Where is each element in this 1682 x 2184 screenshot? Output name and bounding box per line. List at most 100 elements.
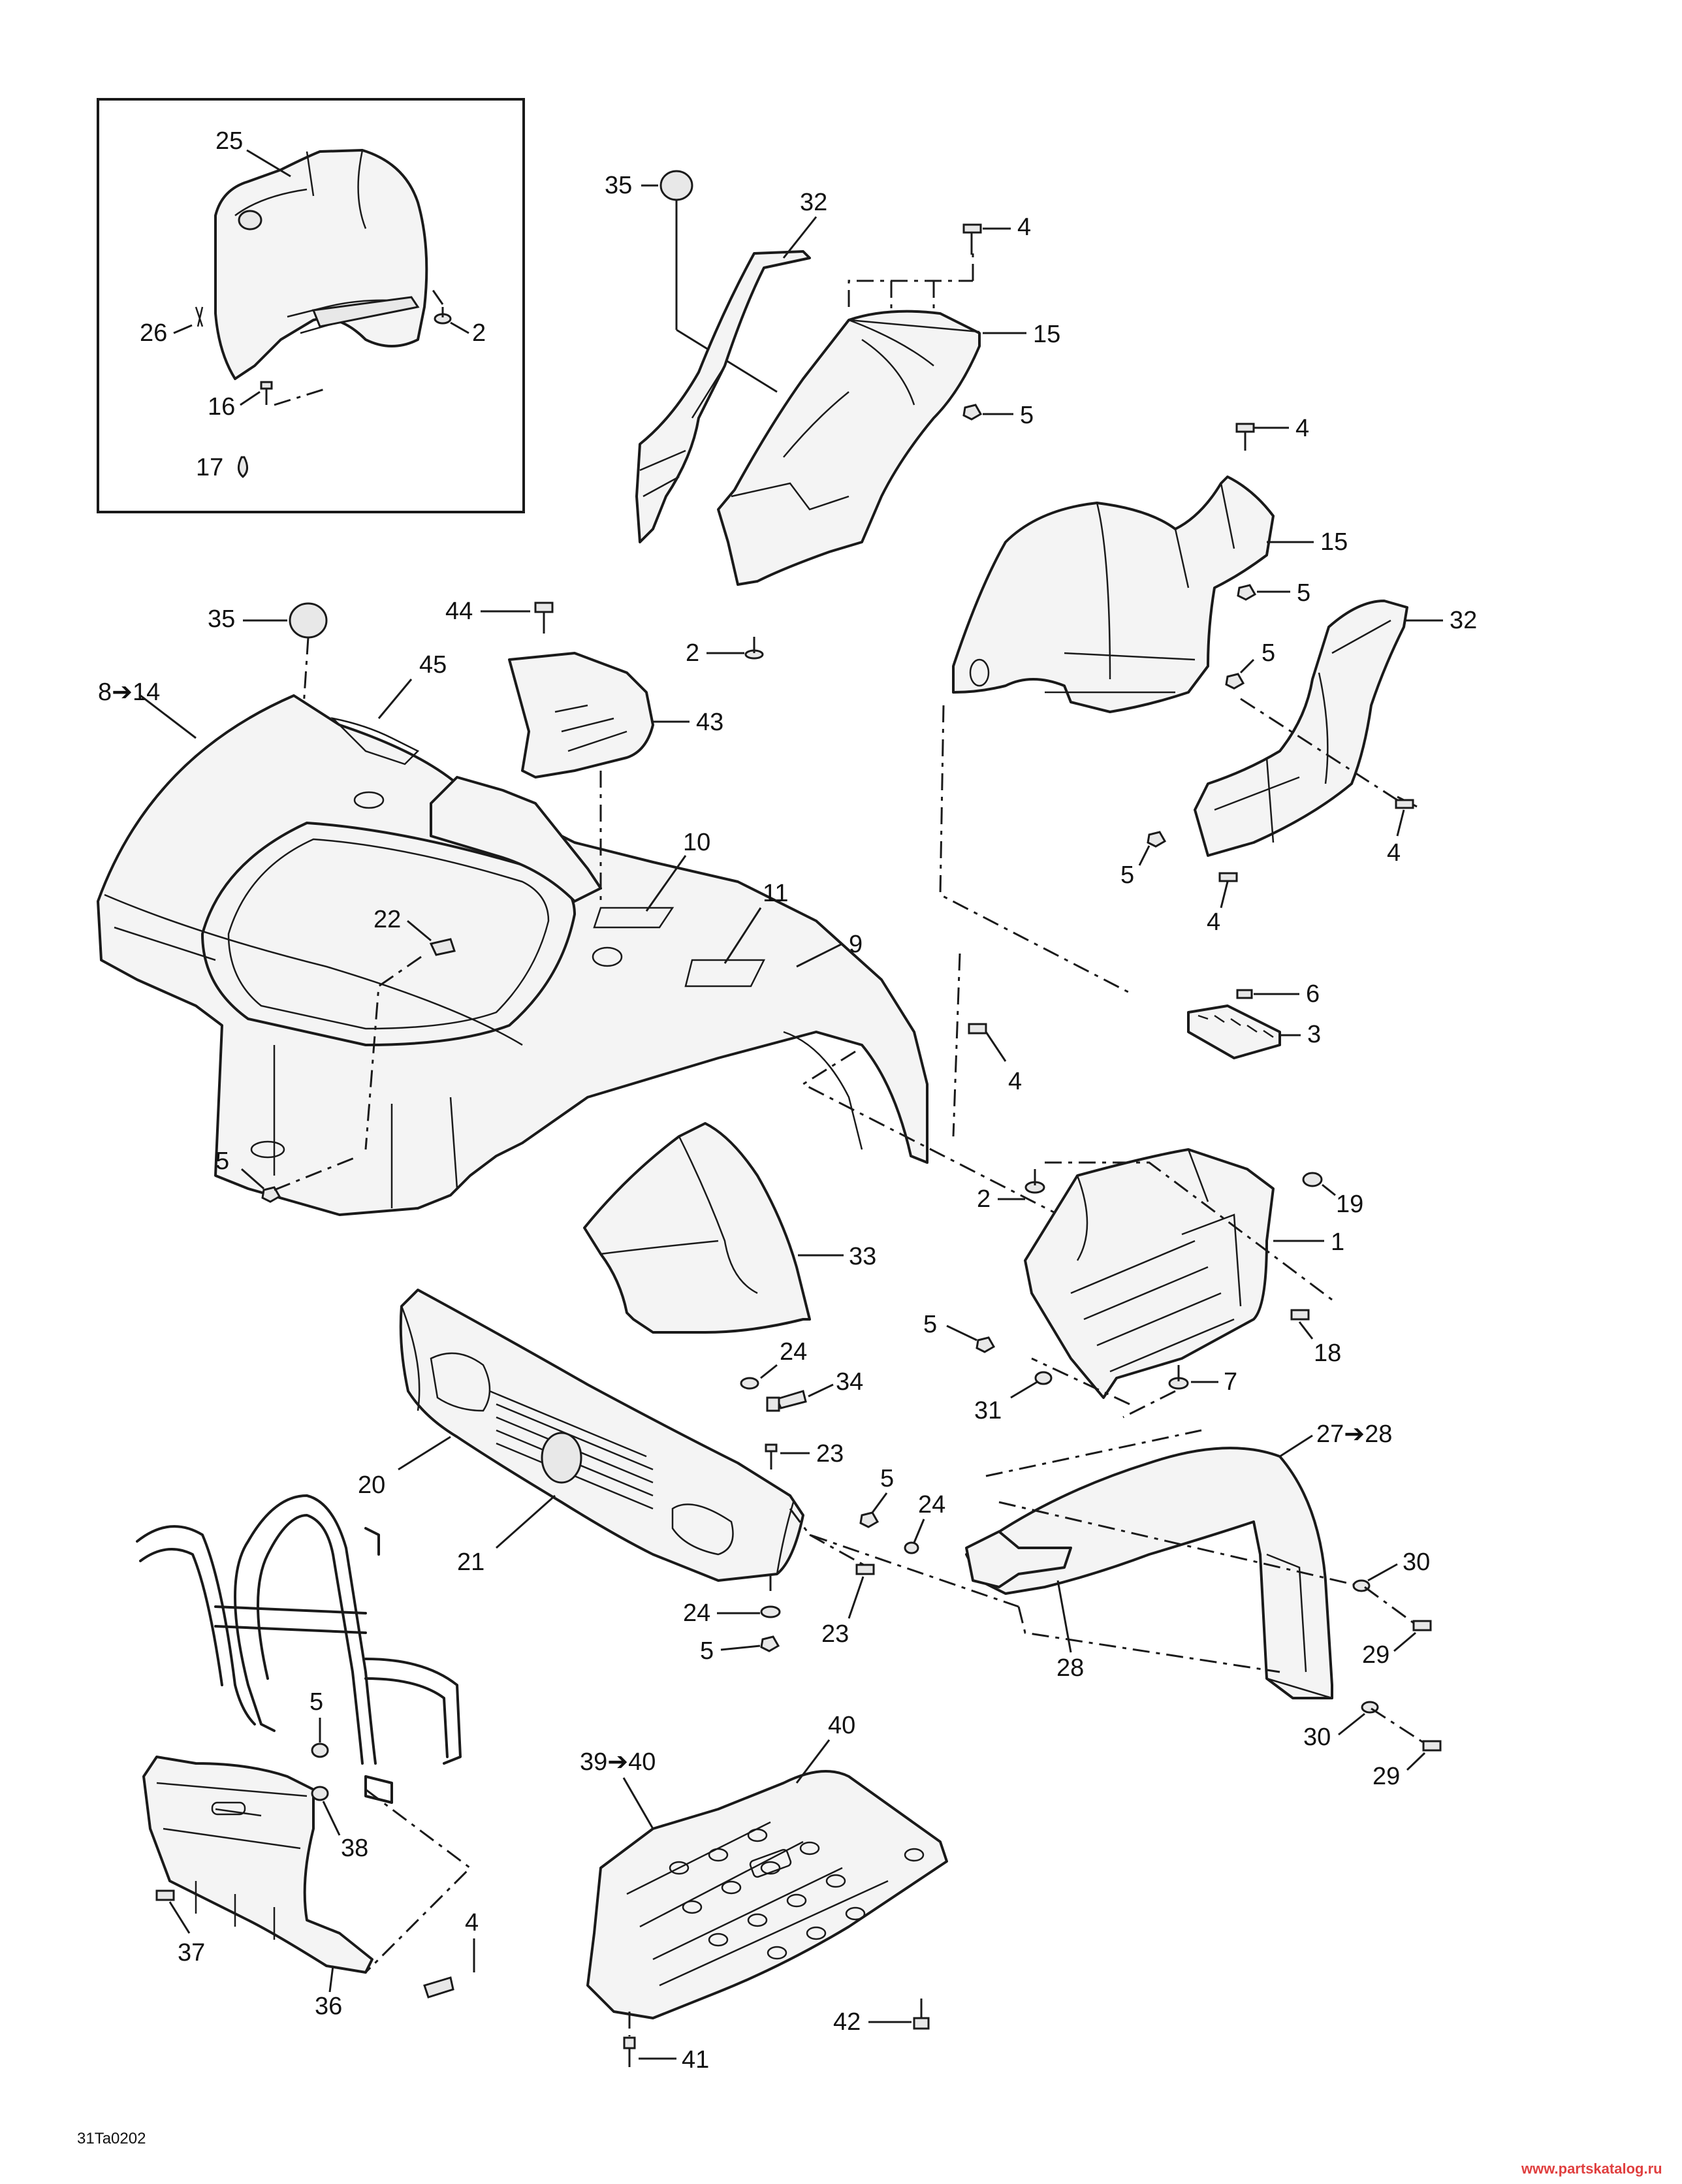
callout-10: 10	[683, 829, 710, 856]
decal-11	[684, 959, 766, 988]
fender-inner-right	[952, 475, 1275, 713]
callout-24-a: 24	[780, 1338, 807, 1366]
screw-22	[429, 938, 456, 956]
callout-43: 43	[696, 709, 723, 736]
inset-grommet	[238, 210, 262, 231]
callout-39-40: 39➔40	[580, 1748, 656, 1776]
callout-18: 18	[1314, 1340, 1341, 1367]
fender-inner-main	[717, 310, 981, 586]
callout-30-b: 30	[1303, 1724, 1331, 1751]
callout-31: 31	[974, 1397, 1002, 1424]
callout-5-guard: 5	[309, 1688, 323, 1716]
inset-clip	[311, 296, 420, 328]
plug-35-top	[659, 170, 693, 201]
callout-32-r: 32	[1450, 607, 1477, 634]
callout-16: 16	[208, 393, 235, 421]
callout-22: 22	[373, 906, 401, 933]
front-inner-fenders: 35 32 4 15 5 2	[605, 170, 1060, 667]
callout-33: 33	[849, 1243, 876, 1270]
bumper-20	[399, 1289, 804, 1582]
rivet-17-icon	[238, 456, 248, 478]
callout-11: 11	[763, 880, 788, 907]
console-panel	[430, 776, 602, 903]
callout-45: 45	[419, 651, 447, 679]
front-guard: 5 38 37 36 4	[136, 1494, 479, 2020]
footrest: 6 3 2 19 1 5 18 31 7	[923, 953, 1363, 1424]
extension-28	[965, 1530, 1072, 1588]
callout-5-bump2: 5	[700, 1637, 714, 1665]
watermark-text: www.partskatalog.ru	[1521, 2160, 1662, 2177]
callout-4-r2: 4	[1387, 839, 1401, 867]
callout-15-r: 15	[1320, 528, 1348, 556]
callout-1: 1	[1331, 1228, 1344, 1256]
callout-4-top: 4	[1017, 214, 1031, 241]
callout-20: 20	[358, 1471, 385, 1499]
callout-29-a: 29	[1362, 1641, 1389, 1669]
callout-38: 38	[341, 1835, 368, 1862]
callout-9: 9	[849, 931, 863, 958]
callout-8-14: 8➔14	[98, 679, 160, 706]
emblem-21	[541, 1432, 582, 1484]
callout-26: 26	[140, 319, 167, 347]
callout-25: 25	[215, 127, 243, 155]
step-rubber-3	[1187, 1004, 1281, 1059]
callout-2-step: 2	[977, 1185, 991, 1213]
callout-15-top: 15	[1033, 321, 1060, 348]
deflector-33	[583, 1122, 811, 1334]
inset-frame	[97, 98, 525, 513]
fender-32-left	[635, 250, 811, 543]
bracket-43	[508, 652, 654, 779]
callout-32-top: 32	[800, 189, 827, 216]
callout-5-step: 5	[923, 1311, 937, 1338]
callout-2-inset: 2	[472, 319, 486, 347]
storage-compartment	[201, 822, 576, 1046]
callout-5-top: 5	[1020, 402, 1034, 429]
callout-5-r3: 5	[1120, 861, 1134, 889]
callout-42: 42	[833, 2008, 861, 2036]
callout-35-mid: 35	[208, 605, 235, 633]
mudflap-27	[965, 1447, 1333, 1699]
nut-5-hood	[261, 1186, 281, 1203]
inset-detail: 25 26 2 16 17	[97, 98, 525, 513]
callout-3: 3	[1307, 1021, 1321, 1048]
under-skid-plate: 39➔40 40 42 41	[580, 1712, 948, 2074]
front-bumper: 33 24 34 20 21 23 5 24 24 23 5	[358, 1122, 1019, 1665]
callout-30-a: 30	[1403, 1549, 1430, 1576]
callout-41: 41	[682, 2046, 709, 2074]
callout-28: 28	[1056, 1654, 1084, 1682]
callout-27-28: 27➔28	[1316, 1421, 1392, 1448]
diagram-code: 31Ta0202	[77, 2130, 146, 2147]
callout-35-top: 35	[605, 172, 632, 199]
callout-34: 34	[836, 1368, 863, 1396]
mud-flap: 27➔28 28 30 29 30 29	[965, 1421, 1442, 1790]
skid-plate-36	[142, 1756, 373, 1974]
callout-4-guard: 4	[465, 1909, 479, 1936]
brush-guard-tube	[234, 1494, 377, 1765]
footrest-tray-1	[1024, 1148, 1275, 1399]
callout-4-hood: 4	[1008, 1068, 1022, 1095]
callout-6: 6	[1306, 980, 1320, 1008]
callout-7: 7	[1224, 1368, 1237, 1396]
plug-35-mid	[289, 602, 328, 639]
inset-rear-panel	[214, 149, 428, 380]
callout-5-r2: 5	[1262, 639, 1275, 667]
callout-24-c: 24	[683, 1599, 710, 1627]
front-body: 35 44 45 43 8➔14 10 11 9 22 4 5	[97, 598, 1111, 1242]
callout-17: 17	[196, 454, 223, 481]
callout-23-b: 23	[821, 1620, 849, 1648]
callout-5-bump: 5	[880, 1465, 894, 1492]
callout-19: 19	[1336, 1191, 1363, 1218]
screw-34	[775, 1390, 807, 1409]
callout-44: 44	[445, 598, 473, 625]
callout-21: 21	[457, 1549, 484, 1576]
callout-2-top: 2	[686, 639, 699, 667]
right-inner-fenders: 4 15 5 32 5 4 5 4	[939, 415, 1477, 994]
callout-4-r3: 4	[1207, 908, 1220, 936]
callout-4-r1: 4	[1295, 415, 1309, 442]
callout-40: 40	[828, 1712, 855, 1739]
callout-24-b: 24	[918, 1491, 945, 1518]
skid-holes	[669, 1828, 925, 1960]
callout-37: 37	[178, 1939, 205, 1967]
fender-32-right	[1194, 600, 1408, 857]
